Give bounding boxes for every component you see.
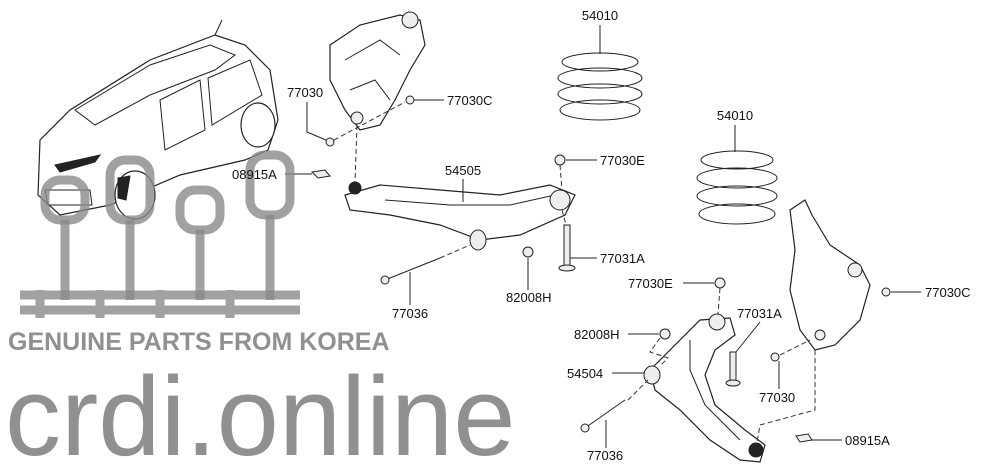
label-54010-lower: 54010 <box>717 108 753 123</box>
coil-spring-upper <box>557 52 643 121</box>
watermark-logo-icon <box>20 150 300 318</box>
label-77031A-front: 77031A <box>737 306 782 321</box>
label-77031A-rear: 77031A <box>600 251 645 266</box>
label-54010-upper: 54010 <box>582 8 618 23</box>
part-labels: 54010 54010 77030 77030C 08915A 54505 77… <box>232 8 971 463</box>
label-82008H-front: 82008H <box>574 327 620 342</box>
coil-spring-lower <box>696 150 778 225</box>
label-08915A-front: 08915A <box>845 433 890 448</box>
label-54504: 54504 <box>567 366 603 381</box>
leader-lines <box>285 25 921 448</box>
label-77030-front: 77030 <box>759 390 795 405</box>
car-illustration <box>37 19 279 220</box>
label-82008H-rear: 82008H <box>506 290 552 305</box>
watermark-tagline: GENUINE PARTS FROM KOREA <box>8 328 390 356</box>
watermark-brand: crdi.online <box>5 354 516 472</box>
label-77030C-front: 77030C <box>925 285 971 300</box>
label-77030C-rear: 77030C <box>447 93 493 108</box>
label-77036-front: 77036 <box>587 448 623 463</box>
rear-knuckle <box>329 11 426 131</box>
front-lower-arm <box>643 313 766 463</box>
watermark: GENUINE PARTS FROM KOREA crdi.online <box>5 150 516 472</box>
assembly-lines <box>333 101 816 443</box>
label-08915A-rear: 08915A <box>232 167 277 182</box>
label-54505: 54505 <box>445 163 481 178</box>
label-77030-rear: 77030 <box>287 85 323 100</box>
label-77036-rear: 77036 <box>392 306 428 321</box>
label-77030E-front: 77030E <box>628 276 673 291</box>
front-knuckle <box>789 199 871 351</box>
label-77030E-rear: 77030E <box>600 153 645 168</box>
rear-lower-arm <box>344 181 576 251</box>
